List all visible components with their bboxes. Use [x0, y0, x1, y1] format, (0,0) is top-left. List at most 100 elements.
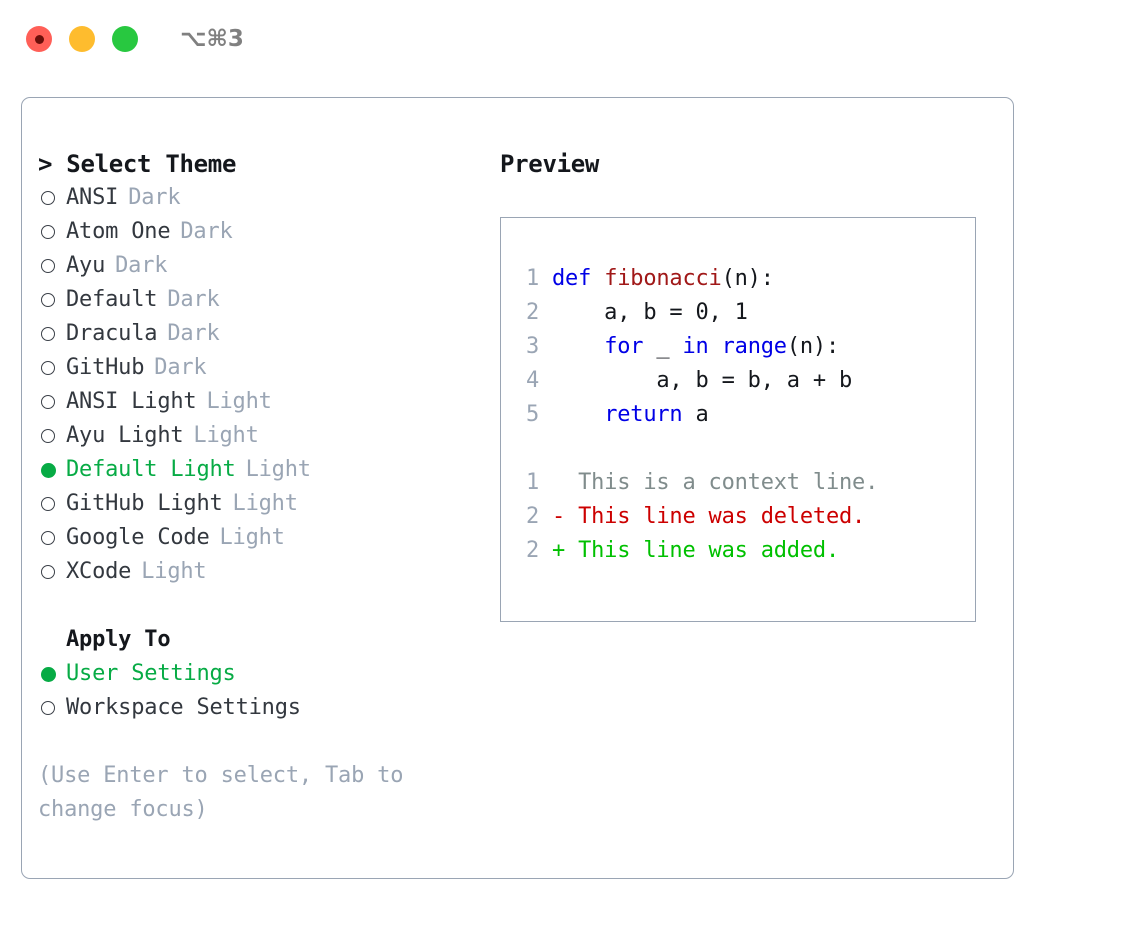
theme-list-item[interactable]: Default Dark: [38, 283, 500, 317]
theme-list-item[interactable]: Dracula Dark: [38, 317, 500, 351]
window-controls: [26, 26, 138, 52]
radio-circle: [41, 327, 55, 341]
theme-list-item[interactable]: XCode Light: [38, 555, 500, 589]
line-number: 3: [525, 334, 539, 359]
theme-variant-badge: Light: [219, 525, 285, 550]
radio-circle: [41, 497, 55, 511]
radio-circle: [41, 462, 56, 478]
radio-unselected-icon: [38, 565, 66, 579]
code-token: a, b = b, a + b: [552, 368, 853, 393]
minimize-button[interactable]: [69, 26, 95, 52]
code-token: [552, 402, 604, 427]
radio-unselected-icon: [38, 361, 66, 375]
keyboard-hint-line-2: change focus): [38, 797, 208, 822]
record-indicator-icon: [34, 34, 44, 44]
code-token: def: [552, 266, 592, 291]
diff-line-add: 2+ This line was added.: [519, 534, 975, 568]
radio-unselected-icon: [38, 531, 66, 545]
line-number: 2: [525, 300, 539, 325]
theme-variant-badge: Dark: [167, 287, 220, 312]
theme-name: ANSI: [66, 185, 119, 210]
code-token: (n):: [786, 334, 840, 359]
line-number: 4: [525, 368, 539, 393]
diff-text: - This line was deleted.: [552, 504, 866, 529]
shortcut-label: ⌥⌘3: [180, 26, 244, 52]
theme-variant-badge: Light: [206, 389, 272, 414]
title-bar: ⌥⌘3: [0, 0, 1140, 78]
radio-unselected-icon: [38, 395, 66, 409]
theme-list-item[interactable]: GitHub Dark: [38, 351, 500, 385]
apply-to-item[interactable]: User Settings: [38, 657, 500, 691]
code-line: 4 a, b = b, a + b: [519, 364, 975, 398]
apply-to-label: Workspace Settings: [66, 695, 301, 720]
theme-name: GitHub: [66, 355, 145, 380]
apply-to-item[interactable]: Workspace Settings: [38, 691, 500, 725]
theme-variant-badge: Light: [245, 457, 311, 482]
radio-circle: [41, 565, 55, 579]
theme-name: Default: [66, 287, 158, 312]
diff-text: This is a context line.: [552, 470, 879, 495]
theme-variant-badge: Dark: [180, 219, 233, 244]
code-token: fibonacci: [604, 266, 722, 291]
radio-circle: [41, 259, 55, 273]
radio-unselected-icon: [38, 293, 66, 307]
code-token: _: [643, 334, 683, 359]
diff-line-ctx: 1 This is a context line.: [519, 466, 975, 500]
keyboard-hint-line-1: (Use Enter to select, Tab to: [38, 763, 404, 788]
code-token: for: [604, 334, 644, 359]
radio-unselected-icon: [38, 497, 66, 511]
theme-list-item[interactable]: Atom One Dark: [38, 215, 500, 249]
line-number: 5: [525, 402, 539, 427]
theme-name: Dracula: [66, 321, 158, 346]
code-token: (n):: [721, 266, 774, 291]
diff-line-del: 2- This line was deleted.: [519, 500, 975, 534]
code-token: [591, 266, 604, 291]
code-token: in: [682, 334, 709, 359]
theme-variant-badge: Light: [193, 423, 259, 448]
theme-list-item[interactable]: Google Code Light: [38, 521, 500, 555]
close-button[interactable]: [26, 26, 52, 52]
theme-variant-badge: Light: [141, 559, 207, 584]
theme-name: XCode: [66, 559, 132, 584]
radio-circle: [41, 531, 55, 545]
line-number: 1: [525, 266, 539, 291]
radio-circle: [41, 395, 55, 409]
theme-name: GitHub Light: [66, 491, 223, 516]
theme-list-item[interactable]: ANSI Dark: [38, 181, 500, 215]
theme-variant-badge: Dark: [154, 355, 207, 380]
apply-to-heading: Apply To: [66, 627, 171, 652]
code-token: return: [604, 402, 683, 427]
radio-circle: [41, 293, 55, 307]
code-line: 3 for _ in range(n):: [519, 330, 975, 364]
code-token: [709, 334, 722, 359]
code-token: range: [721, 334, 787, 359]
code-line: 1 def fibonacci(n):: [519, 262, 975, 296]
theme-name: Atom One: [66, 219, 171, 244]
select-theme-heading: > Select Theme: [38, 150, 237, 178]
radio-circle: [41, 666, 56, 682]
theme-variant-badge: Dark: [128, 185, 181, 210]
zoom-button[interactable]: [112, 26, 138, 52]
radio-unselected-icon: [38, 259, 66, 273]
theme-name: Google Code: [66, 525, 210, 550]
theme-name: Ayu: [66, 253, 106, 278]
radio-circle: [41, 191, 55, 205]
radio-unselected-icon: [38, 225, 66, 239]
radio-selected-icon: [38, 666, 66, 682]
diff-sample: 1 This is a context line.2- This line wa…: [519, 466, 975, 568]
code-token: a, b = 0, 1: [552, 300, 748, 325]
theme-variant-badge: Dark: [167, 321, 220, 346]
preview-heading: Preview: [500, 150, 600, 178]
code-token: [552, 334, 604, 359]
